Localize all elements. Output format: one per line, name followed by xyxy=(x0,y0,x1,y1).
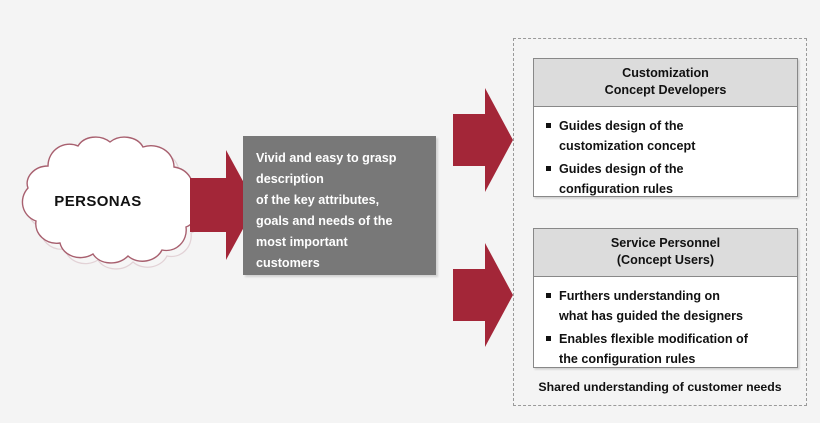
shared-understanding-caption: Shared understanding of customer needs xyxy=(538,380,782,394)
personas-cloud: PERSONAS xyxy=(0,131,220,283)
list-item: Furthers understanding on what has guide… xyxy=(544,286,789,326)
shared-understanding-container xyxy=(513,38,807,406)
list-item: Guides design of the customization conce… xyxy=(544,116,789,156)
audience-bullet-list: Furthers understanding on what has guide… xyxy=(534,277,797,378)
bullet-text: Guides design of the configuration rules xyxy=(559,162,684,196)
audience-box-service-personnel: Service Personnel (Concept Users) Furthe… xyxy=(533,228,798,368)
audience-title: Service Personnel (Concept Users) xyxy=(534,229,797,277)
bullet-text: Furthers understanding on what has guide… xyxy=(559,289,744,323)
bullet-text: Enables flexible modification of the con… xyxy=(559,332,748,366)
audience-bullet-list: Guides design of the customization conce… xyxy=(534,107,797,208)
list-item: Guides design of the configuration rules xyxy=(544,159,789,199)
bullet-square-icon xyxy=(546,336,551,341)
list-item: Enables flexible modification of the con… xyxy=(544,329,789,369)
arrow-description-to-service xyxy=(453,241,515,349)
bullet-square-icon xyxy=(546,293,551,298)
description-text: Vivid and easy to grasp description of t… xyxy=(256,151,397,270)
bullet-square-icon xyxy=(546,166,551,171)
bullet-square-icon xyxy=(546,123,551,128)
description-box: Vivid and easy to grasp description of t… xyxy=(243,136,436,275)
audience-title: Customization Concept Developers xyxy=(534,59,797,107)
arrow-description-to-developers xyxy=(453,86,515,194)
bullet-text: Guides design of the customization conce… xyxy=(559,119,696,153)
personas-label: PERSONAS xyxy=(54,193,142,210)
audience-box-customization-concept-developers: Customization Concept Developers Guides … xyxy=(533,58,798,197)
arrow-personas-to-description xyxy=(190,148,258,264)
